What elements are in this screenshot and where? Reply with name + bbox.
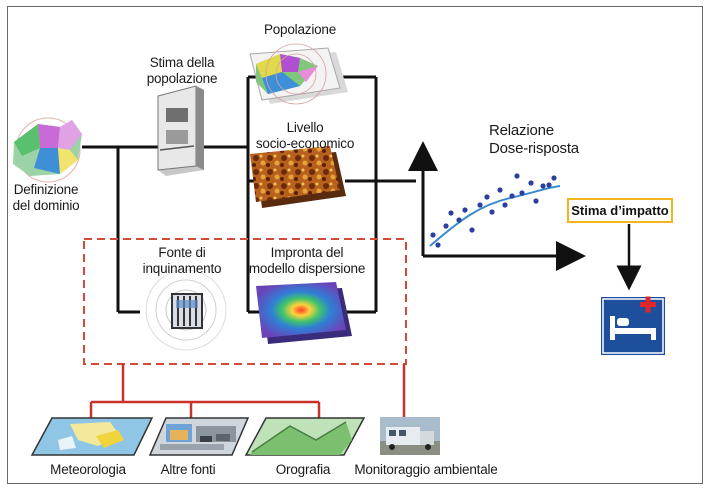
dispersion-heatmap-icon [256, 282, 352, 344]
label-pollution-source: Fonte di inquinamento [134, 245, 230, 277]
population-map-icon [249, 43, 348, 105]
dose-response-plot [408, 141, 586, 271]
diagram-frame [7, 6, 703, 484]
label-socioeconomic-text: Livello socio-economico [255, 120, 355, 151]
building-icon [157, 85, 204, 176]
label-monitoring: Monitoraggio ambientale [352, 462, 500, 478]
label-dose-response: Relazione Dose-risposta [489, 122, 609, 158]
label-pollution-source-text: Fonte di inquinamento [142, 245, 222, 276]
label-population-estimate-text: Stima della popolazione [146, 55, 218, 86]
label-domain: Definizione del dominio [8, 182, 84, 214]
label-population-estimate: Stima della popolazione [136, 55, 228, 87]
label-domain-text: Definizione del dominio [12, 182, 80, 213]
orography-map-icon [244, 417, 366, 456]
label-orography: Orografia [258, 462, 348, 478]
label-population: Popolazione [254, 22, 346, 38]
label-dispersion-model: Impronta del modello dispersione [244, 245, 370, 277]
measurement-group-box [83, 238, 407, 365]
domain-map-icon [13, 117, 82, 183]
label-other-sources-text: Altre fonti [160, 462, 216, 477]
label-orography-text: Orografia [275, 462, 331, 477]
label-meteorology: Meteorologia [38, 462, 138, 478]
impact-estimate-box: Stima d’impatto [567, 198, 673, 223]
label-dispersion-model-text: Impronta del modello dispersione [248, 245, 366, 276]
other-sources-photo-icon [148, 417, 250, 456]
monitoring-station-photo-icon [380, 417, 440, 455]
impact-estimate-text: Stima d’impatto [571, 203, 669, 218]
label-meteorology-text: Meteorologia [50, 462, 126, 477]
hospital-bed-icon [601, 296, 665, 355]
factory-icon [145, 269, 227, 351]
meteorology-map-icon [30, 417, 154, 456]
socioeconomic-map-icon [250, 146, 346, 208]
label-socioeconomic: Livello socio-economico [250, 120, 360, 152]
label-dose-response-text: Relazione Dose-risposta [489, 122, 579, 157]
red-connector-lines [89, 364, 406, 418]
label-other-sources: Altre fonti [146, 462, 230, 478]
label-population-text: Popolazione [263, 22, 337, 37]
scatter-points [430, 173, 557, 248]
label-monitoring-text: Monitoraggio ambientale [354, 462, 498, 477]
